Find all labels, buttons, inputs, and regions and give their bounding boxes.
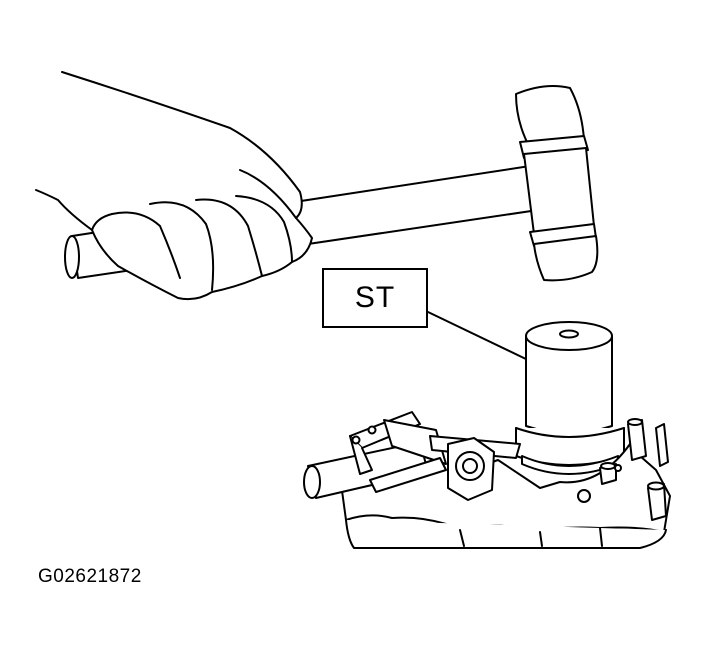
figure-code: G02621872 <box>38 566 142 587</box>
hand <box>35 71 313 301</box>
hammer-head <box>515 85 599 282</box>
special-tool-label-text: ST <box>354 281 396 314</box>
callout-leader-line <box>427 311 529 361</box>
pump-body-assembly <box>303 411 671 549</box>
special-tool-label: ST <box>322 268 428 328</box>
special-tool-cylinder <box>515 321 625 475</box>
